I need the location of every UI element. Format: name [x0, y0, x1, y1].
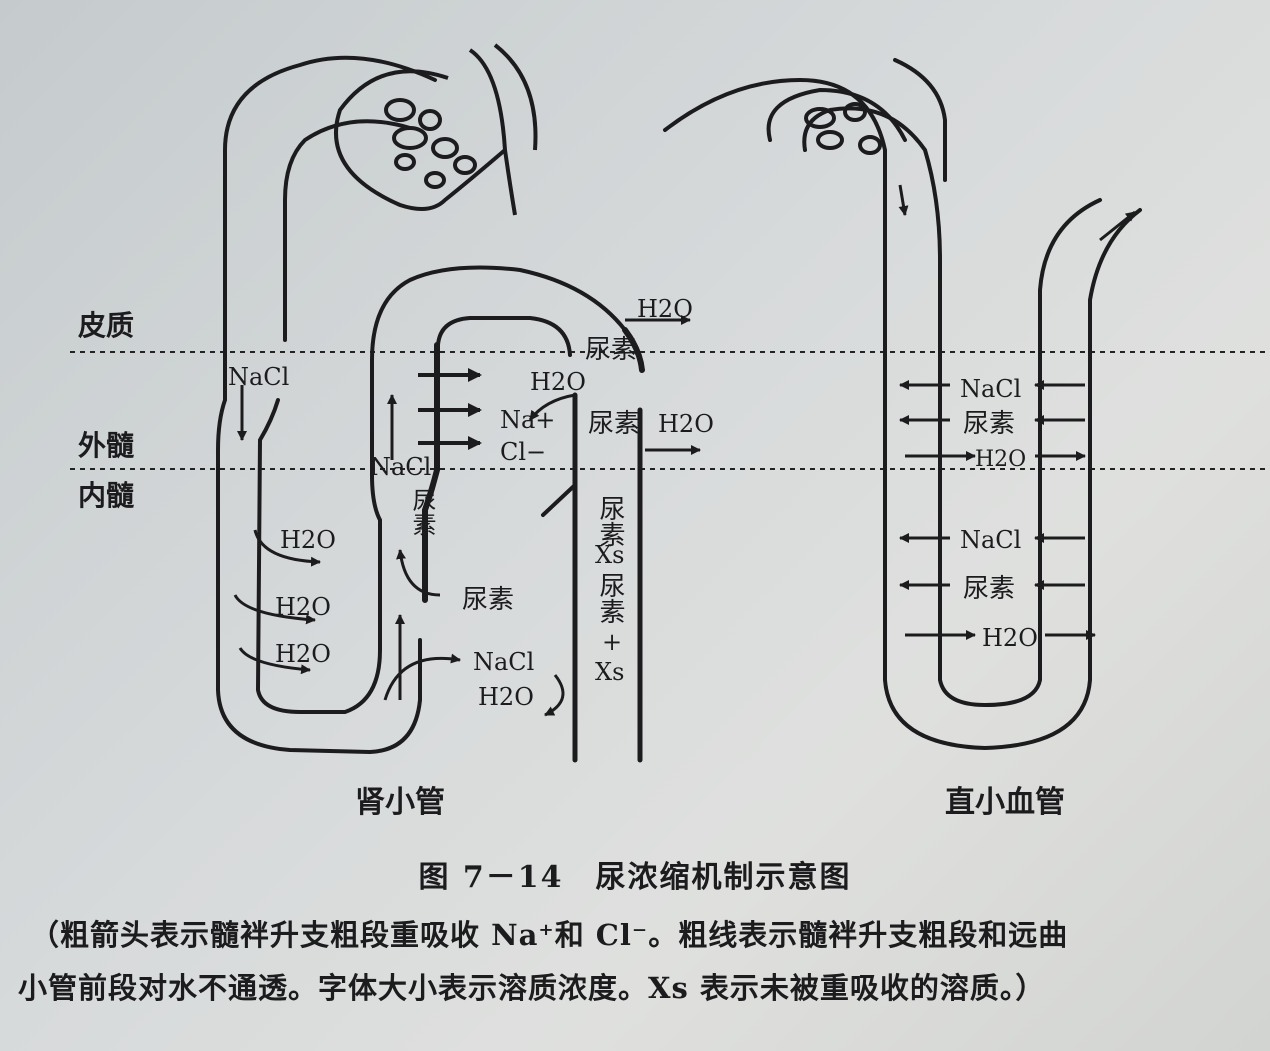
vr-label-urea: 尿素	[963, 409, 1015, 439]
label-urea-dct: 尿素	[588, 409, 640, 439]
capillary-loop	[431, 137, 459, 159]
capillary-loop	[418, 109, 442, 131]
capillary-loop	[392, 126, 428, 150]
vasa-exchange-arrows	[899, 380, 1096, 640]
h2o-out-arrow	[238, 647, 311, 675]
nephron-tubule	[216, 55, 645, 763]
tubule-title: 肾小管	[355, 785, 445, 820]
label-cd-urea2: 尿素	[595, 572, 625, 624]
vr-label-h2o: H2O	[975, 447, 1026, 472]
duct-inlet	[541, 483, 577, 517]
label-na-ion: Na+	[500, 406, 555, 434]
capillary-loop	[804, 107, 836, 129]
vasa-recta-inner	[802, 106, 1102, 708]
label-h2o: H2O	[275, 640, 331, 668]
label-nacl-bottom: NaCl	[473, 648, 534, 676]
label-urea-top: 尿素	[585, 335, 637, 365]
bowman-capsule	[334, 69, 507, 211]
vasa-recta-outer	[663, 77, 1142, 751]
zone-label-cortex: 皮质	[78, 309, 134, 342]
ascending-limb-wall	[422, 342, 440, 603]
efferent-vessel	[493, 43, 538, 151]
label-nacl-descending: NaCl	[228, 363, 289, 391]
h2o-out-arrow	[233, 594, 316, 625]
ascending-limb-inner	[436, 316, 572, 357]
label-h2o: H2O	[280, 526, 336, 554]
label-cd-xs2: Xs	[595, 658, 624, 686]
capillary-loop	[843, 102, 867, 122]
descending-limb-inner-lower	[255, 265, 627, 714]
capillary-loop	[453, 155, 477, 175]
vr-label-urea: 尿素	[963, 574, 1015, 604]
capillary-loop	[858, 135, 882, 155]
vasa-recta	[663, 58, 1142, 751]
label-h2o-dct: H2O	[658, 410, 714, 438]
label-cd-plus: +	[602, 628, 622, 656]
descending-limb-outer	[216, 55, 437, 755]
vessel-flow-arrow	[1099, 210, 1136, 242]
urea-in-arrow	[396, 549, 441, 597]
capillary-loop	[394, 153, 416, 171]
distal-tubule	[622, 327, 645, 373]
label-h2o-top: H2O	[637, 295, 693, 323]
h2o-out-arrow	[253, 529, 321, 567]
caption-note-line1: （粗箭头表示髓袢升支粗段重吸收 Na⁺和 Cl⁻。粗线表示髓袢升支粗段和远曲	[30, 918, 1069, 952]
h2o-cd-arrow	[528, 393, 576, 421]
nacl-return-arrow	[383, 653, 461, 701]
label-cd-urea: 尿素	[595, 495, 625, 547]
label-cd-xs: Xs	[595, 541, 624, 569]
vasa-recta-title: 直小血管	[945, 785, 1065, 820]
caption-note-line2: 小管前段对水不通透。字体大小表示溶质浓度。Xs 表示未被重吸收的溶质。）	[18, 971, 1046, 1005]
figure-caption: 图 7－14 尿浓缩机制示意图	[418, 860, 852, 895]
zone-label-outer-medulla: 外髓	[78, 429, 134, 462]
capillary-loop	[384, 98, 416, 122]
label-cl-ion: Cl−	[500, 438, 546, 466]
label-h2o-bottom: H2O	[478, 683, 534, 711]
vr-label-h2o: H2O	[982, 624, 1038, 652]
afferent-vessel	[468, 48, 517, 216]
label-urea-inner: 尿素	[462, 585, 514, 615]
label-h2o: H2O	[275, 593, 331, 621]
label-urea-ascending: 尿素	[388, 488, 436, 536]
tubule-arrows	[233, 315, 701, 717]
vessel-flow-arrow	[898, 184, 909, 216]
vessel-entry	[893, 58, 947, 182]
urea-char: 尿素	[388, 488, 436, 536]
label-nacl-ascending: NaCl	[370, 453, 431, 481]
glomerulus-tubule	[334, 43, 538, 216]
vr-label-nacl: NaCl	[960, 375, 1021, 403]
zone-label-inner-medulla: 内髓	[78, 479, 134, 512]
zone-boundaries	[70, 351, 1270, 470]
capillary-loop	[424, 171, 446, 189]
descending-limb-inner	[283, 119, 412, 342]
vr-label-nacl: NaCl	[960, 526, 1021, 554]
vessel-loop	[766, 87, 907, 142]
capillary-loop	[816, 130, 844, 150]
label-h2o-mid: H2O	[530, 368, 586, 396]
cd-nacl-arrow	[544, 674, 565, 717]
